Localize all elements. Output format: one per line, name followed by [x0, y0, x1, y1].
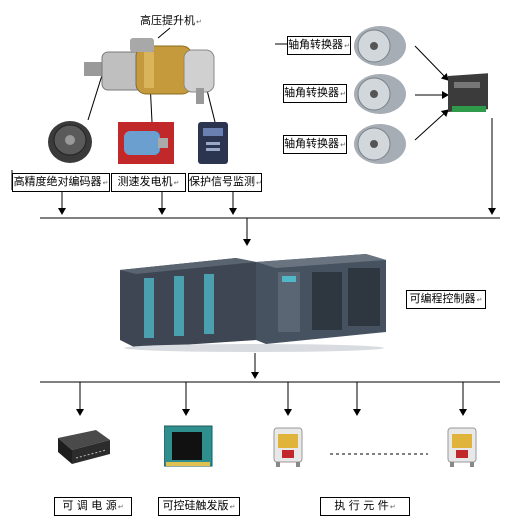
- actuator-label: 执 行 元 件↵: [320, 497, 410, 516]
- hoist-motor-icon: [84, 38, 224, 106]
- power-supply-label: 可 调 电 源↵: [54, 497, 132, 516]
- converter-label-3: 轴角转换器↵: [283, 135, 347, 154]
- protection-monitor-icon: [198, 122, 228, 164]
- hoist-label: 高压提升机↵: [140, 14, 202, 27]
- converter-icon: [350, 122, 412, 166]
- tachometer-icon: [118, 122, 174, 164]
- encoder-icon: [45, 118, 95, 166]
- converter-label-1: 轴角转换器↵: [287, 36, 351, 55]
- encoder-label: 高精度绝对编码器↵: [12, 173, 110, 192]
- power-supply-icon: [56, 428, 112, 466]
- converter-module-icon: [448, 72, 492, 118]
- tachometer-label: 测速发电机↵: [111, 173, 186, 192]
- thyristor-board-icon: [164, 424, 214, 468]
- thyristor-label: 可控硅触发版↵: [158, 497, 240, 516]
- converter-icon: [350, 24, 412, 68]
- relay-icon: [270, 424, 306, 468]
- protection-label: 保护信号监测↵: [188, 173, 262, 192]
- plc-label: 可编程控制器↵: [406, 290, 486, 309]
- plc-cabinet-icon: [116, 248, 392, 352]
- converter-label-2: 轴角转换器↵: [283, 84, 347, 103]
- converter-icon: [350, 72, 412, 116]
- relay-icon: [444, 424, 480, 468]
